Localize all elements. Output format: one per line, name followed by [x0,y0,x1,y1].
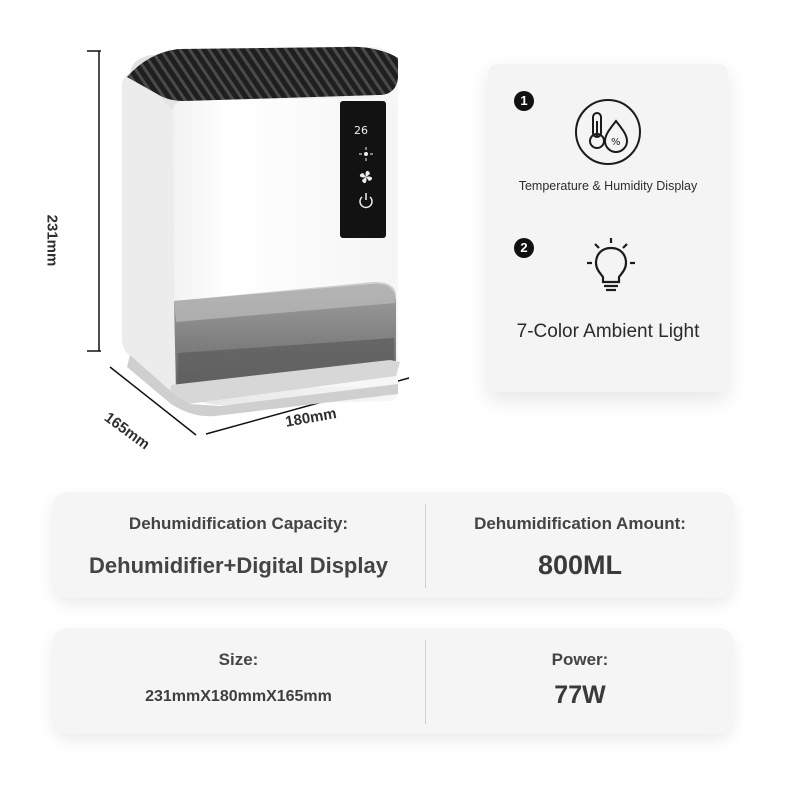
product-diagram: 26 231 [0,0,460,480]
spec-amount: Dehumidification Amount: 800ML [426,492,734,598]
spec-size: Size: 231mmX180mmX165mm [52,628,425,734]
spec-capacity: Dehumidification Capacity: Dehumidifier+… [52,492,425,598]
feature-text-ambient-light: 7-Color Ambient Light [516,321,700,342]
spec-row-capacity: Dehumidification Capacity: Dehumidifier+… [52,492,734,598]
feature-number-badge: 2 [514,238,534,258]
spec-label: Dehumidification Amount: [474,514,686,533]
spec-value: 231mmX180mmX165mm [145,688,332,705]
spec-power: Power: 77W [426,628,734,734]
height-label: 231mm [43,214,61,267]
feature-text-temperature-humidity: Temperature & Humidity Display [518,179,698,193]
spec-value: 800ML [537,550,623,580]
depth-dimension-line [109,366,197,436]
spec-value: Dehumidifier+Digital Display [89,553,388,578]
spec-row-size-power: Size: 231mmX180mmX165mm Power: 77W [52,628,734,734]
thermometer-humidity-icon: % [573,97,643,167]
spec-label: Size: [218,650,259,669]
svg-text:%: % [611,137,621,148]
control-panel [340,101,386,238]
feature-number-badge: 1 [514,91,534,111]
spec-label: Power: [551,650,609,669]
device-base-shadow [127,355,398,417]
temperature-readout: 26 [354,124,368,137]
mode-icon [359,147,373,161]
dehumidifier-image: 26 [87,46,410,436]
light-bulb-icon [585,236,637,298]
device-side-panel [122,72,175,395]
spec-divider [425,640,426,724]
power-icon [359,193,373,209]
device-top-grill [127,46,398,101]
spec-label: Dehumidification Capacity: [128,514,349,533]
spec-value: 77W [554,681,606,709]
fan-icon [359,170,373,184]
water-tank-lid [174,282,396,322]
spec-divider [425,504,426,588]
tank-base-lip [170,360,400,404]
feature-card: 1 % Temperature & Humidity Display 2 [488,64,728,392]
